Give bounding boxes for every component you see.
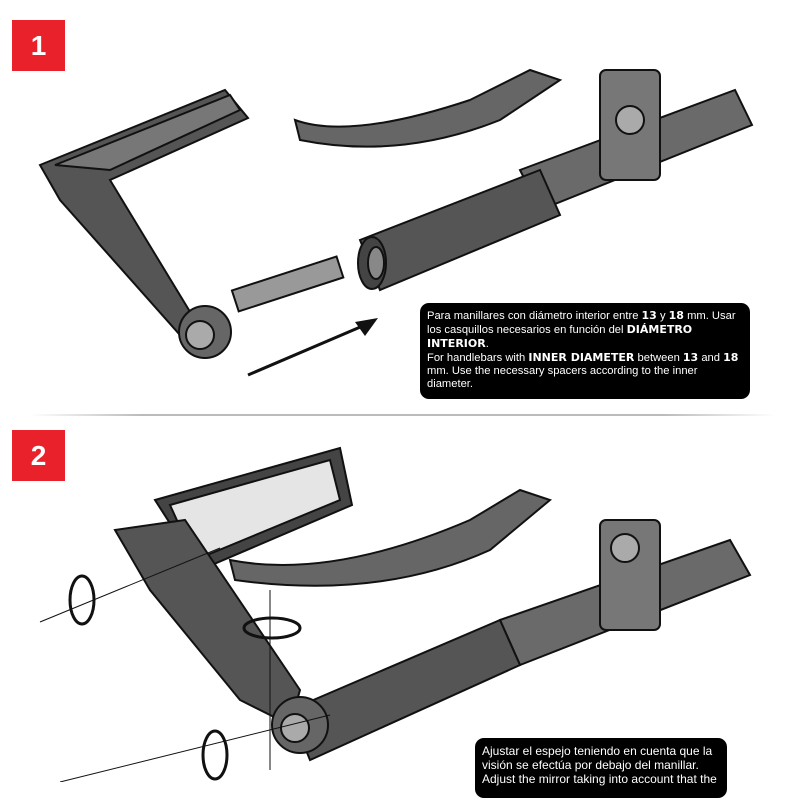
lever-guard [38, 88, 250, 337]
step-number: 1 [30, 29, 47, 61]
emphasis-text: 18 [723, 351, 739, 364]
brake-lever [293, 68, 661, 181]
step-2-badge: 2 [12, 430, 65, 481]
brake-lever-2 [228, 488, 661, 631]
text-segment: For handlebars with [427, 352, 529, 364]
section-divider [30, 414, 775, 416]
step-1-illustration [38, 68, 754, 782]
emphasis-text: 13 [682, 351, 699, 364]
text-segment: mm. Use the necessary spacers according … [427, 365, 698, 390]
step-1-note: Para manillares con diámetro interior en… [420, 303, 750, 399]
text-segment: Adjust the mirror taking into account th… [482, 772, 717, 786]
emphasis-text: DIÁMETRO INTERIOR [427, 323, 693, 350]
text-segment: between [634, 352, 683, 364]
text-segment: y [656, 310, 669, 322]
text-segment: Para manillares con diámetro interior en… [427, 310, 642, 322]
text-segment: and [698, 352, 724, 364]
emphasis-text: 18 [668, 309, 684, 322]
text-segment: . [485, 338, 489, 350]
step-1-badge: 1 [12, 20, 65, 71]
mirror [113, 446, 354, 727]
bar-end-adapter [178, 255, 345, 359]
text-segment: mm. Usar los casquillos necesarios en fu… [427, 310, 736, 336]
arrow-line [247, 320, 373, 377]
note-english: For handlebars with INNER DIAMETER betwe… [427, 351, 743, 391]
emphasis-text: INNER DIAMETER [528, 351, 635, 364]
emphasis-text: 13 [641, 309, 657, 322]
step-2-note: Ajustar el espejo teniendo en cuenta que… [475, 738, 727, 798]
note-spanish: Para manillares con diámetro interior en… [427, 309, 743, 351]
note-english: Adjust the mirror taking into account th… [482, 772, 720, 786]
note-spanish: Ajustar el espejo teniendo en cuenta que… [482, 744, 720, 772]
arrow-head [355, 318, 378, 336]
rotation-arrow-icon [68, 574, 302, 781]
text-segment: Ajustar el espejo teniendo en cuenta que… [482, 744, 713, 772]
step-number: 2 [30, 439, 47, 471]
